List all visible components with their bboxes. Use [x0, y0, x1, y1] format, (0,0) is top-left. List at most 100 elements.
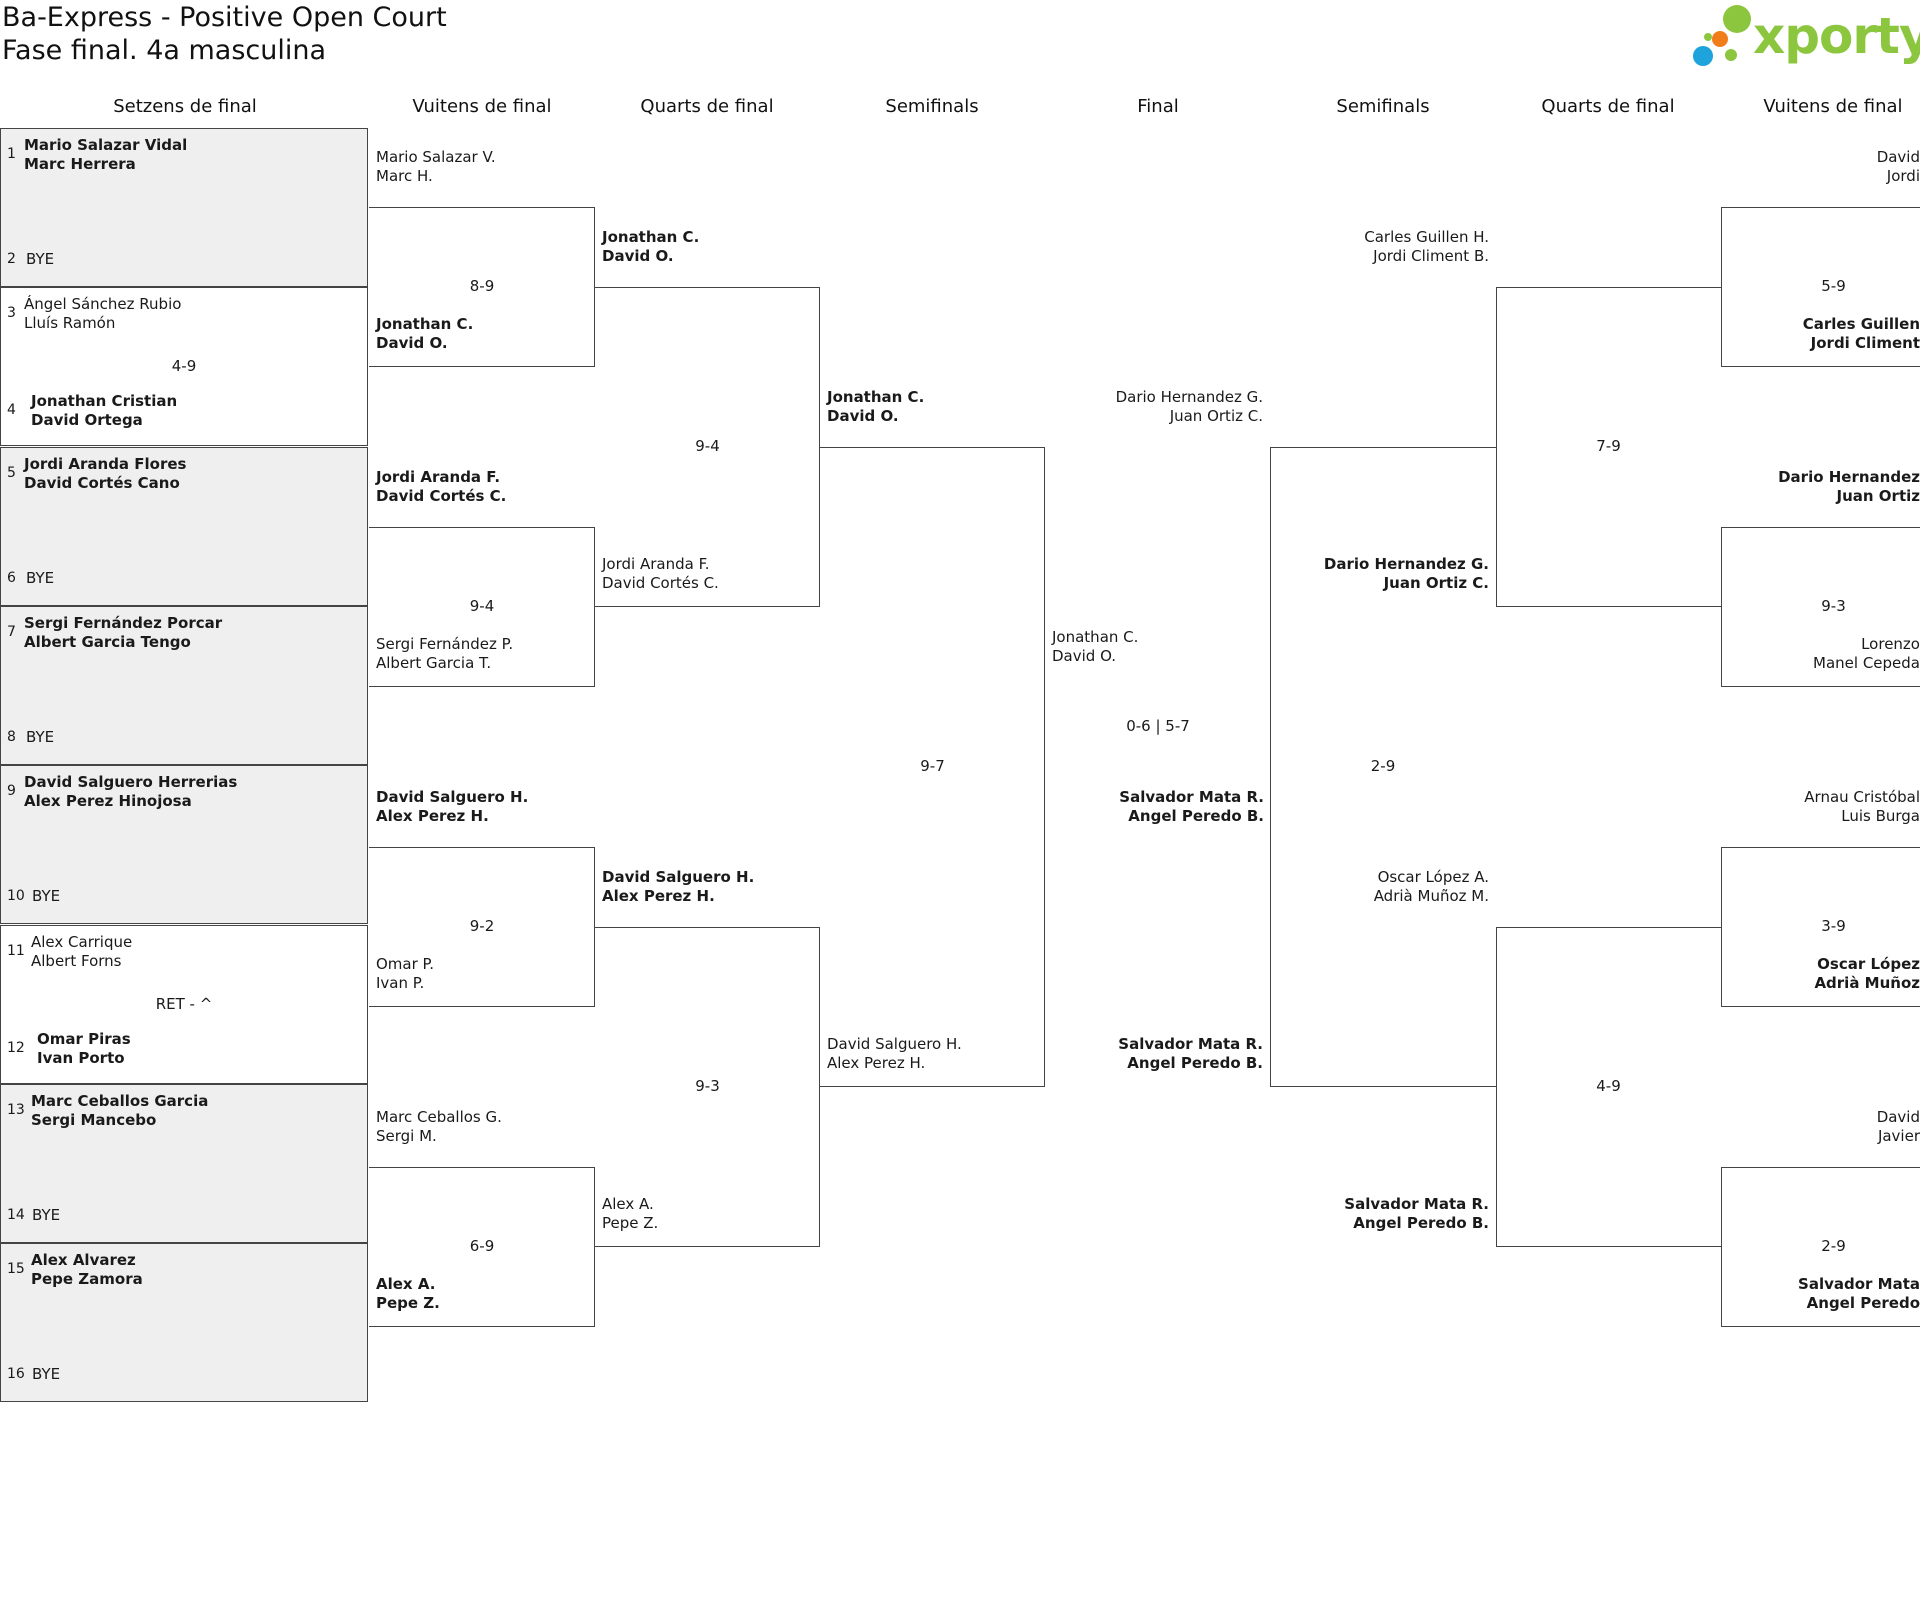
right-r16-top-team-line1[interactable]: Dario Hernandez: [1778, 468, 1920, 486]
first-round-player[interactable]: Jonathan Cristian: [31, 392, 178, 410]
left-qf-top-team-line2[interactable]: David O.: [602, 247, 674, 265]
left-qf-bottom-team-line2[interactable]: David Cortés C.: [602, 574, 719, 592]
left-r16-top-team-line1[interactable]: Marc Ceballos G.: [376, 1108, 502, 1126]
left-qf-top-team-line1[interactable]: Jonathan C.: [602, 228, 700, 246]
first-round-player[interactable]: David Ortega: [31, 411, 143, 429]
left-r16-score: 9-4: [469, 597, 495, 615]
seed-number: 5: [7, 465, 16, 481]
first-round-player[interactable]: Ivan Porto: [37, 1049, 125, 1067]
left-sf-bottom-team-line1[interactable]: David Salguero H.: [827, 1035, 962, 1053]
left-sf-top-team-line1[interactable]: Jonathan C.: [827, 388, 925, 406]
right-r16-bottom-team-line2[interactable]: Manel Cepeda: [1813, 654, 1920, 672]
left-r16-bottom-team-line2[interactable]: Albert Garcia T.: [376, 654, 492, 672]
right-r16-top-team-line1[interactable]: David: [1876, 148, 1920, 166]
first-round-player[interactable]: Mario Salazar Vidal: [24, 136, 188, 154]
first-round-player[interactable]: Jordi Aranda Flores: [24, 455, 187, 473]
left-r16-score: 9-2: [469, 917, 495, 935]
final-left-team-line1[interactable]: Jonathan C.: [1052, 628, 1139, 646]
right-sf-bottom-team-line2[interactable]: Angel Peredo B.: [1127, 1054, 1263, 1072]
right-r16-bottom-team-line2[interactable]: Adrià Muñoz: [1814, 974, 1920, 992]
left-r16-top-team-line1[interactable]: Jordi Aranda F.: [376, 468, 501, 486]
first-round-player[interactable]: Ángel Sánchez Rubio: [24, 295, 182, 313]
first-round-match: [0, 765, 368, 924]
round-header-3: Quarts de final: [640, 96, 774, 117]
right-qf-top-team-line1[interactable]: Oscar López A.: [1377, 868, 1489, 886]
left-r16-bottom-team-line2[interactable]: Pepe Z.: [376, 1294, 440, 1312]
left-r16-bottom-team-line1[interactable]: Alex A.: [376, 1275, 436, 1293]
right-r16-top-team-line2[interactable]: Luis Burga: [1841, 807, 1920, 825]
left-sf-bottom-team-line2[interactable]: Alex Perez H.: [827, 1054, 926, 1072]
right-r16-bottom-team-line2[interactable]: Jordi Climent: [1810, 334, 1920, 352]
left-qf-top-team-line2[interactable]: Alex Perez H.: [602, 887, 715, 905]
right-r16-bottom-team-line1[interactable]: Carles Guillen: [1802, 315, 1920, 333]
seed-number: 16: [7, 1366, 25, 1382]
left-r16-bottom-team-line2[interactable]: David O.: [376, 334, 448, 352]
right-r16-bottom-team-line1[interactable]: Salvador Mata: [1798, 1275, 1920, 1293]
first-round-player[interactable]: Albert Garcia Tengo: [24, 633, 191, 651]
left-qf-bottom-team-line2[interactable]: Pepe Z.: [602, 1214, 659, 1232]
right-sf-top-team-line2[interactable]: Juan Ortiz C.: [1169, 407, 1263, 425]
right-sf-top-team-line1[interactable]: Dario Hernandez G.: [1115, 388, 1263, 406]
left-r16-bottom-team-line2[interactable]: Ivan P.: [376, 974, 425, 992]
right-r16-top-team-line1[interactable]: Arnau Cristóbal: [1804, 788, 1920, 806]
first-round-player[interactable]: Omar Piras: [37, 1030, 131, 1048]
first-round-player[interactable]: Sergi Fernández Porcar: [24, 614, 223, 632]
first-round-player[interactable]: Marc Herrera: [24, 155, 136, 173]
first-round-player[interactable]: Sergi Mancebo: [31, 1111, 157, 1129]
right-qf-bottom-team-line1[interactable]: Salvador Mata R.: [1344, 1195, 1489, 1213]
right-qf-bottom-team-line2[interactable]: Angel Peredo B.: [1353, 1214, 1489, 1232]
xporty-logo[interactable]: xporty: [1690, 4, 1920, 70]
first-round-bye: BYE: [32, 1206, 61, 1224]
left-r16-bottom-team-line1[interactable]: Jonathan C.: [376, 315, 474, 333]
first-round-player[interactable]: Alex Perez Hinojosa: [24, 792, 192, 810]
first-round-bye: BYE: [32, 1365, 61, 1383]
left-r16-top-team-line2[interactable]: Alex Perez H.: [376, 807, 489, 825]
right-qf-bottom-team-line2[interactable]: Juan Ortiz C.: [1383, 574, 1489, 592]
first-round-player[interactable]: Alex Alvarez: [31, 1251, 136, 1269]
left-r16-bottom-team-line1[interactable]: Omar P.: [376, 955, 435, 973]
left-r16-bracket: [369, 847, 595, 1007]
seed-number: 15: [7, 1261, 25, 1277]
right-r16-bottom-team-line1[interactable]: Oscar López: [1817, 955, 1920, 973]
seed-number: 3: [7, 305, 16, 321]
first-round-player[interactable]: David Salguero Herrerias: [24, 773, 238, 791]
right-r16-top-team-line2[interactable]: Jordi: [1886, 167, 1920, 185]
left-r16-top-team-line2[interactable]: Sergi M.: [376, 1127, 437, 1145]
right-qf-top-team-line2[interactable]: Jordi Climent B.: [1373, 247, 1489, 265]
left-r16-top-team-line1[interactable]: David Salguero H.: [376, 788, 529, 806]
left-r16-top-team-line2[interactable]: David Cortés C.: [376, 487, 507, 505]
left-qf-top-team-line1[interactable]: David Salguero H.: [602, 868, 755, 886]
right-r16-bottom-team-line1[interactable]: Lorenzo: [1861, 635, 1920, 653]
left-sf-top-team-line2[interactable]: David O.: [827, 407, 899, 425]
right-r16-bottom-team-line2[interactable]: Angel Peredo: [1806, 1294, 1920, 1312]
right-qf-top-team-line2[interactable]: Adrià Muñoz M.: [1373, 887, 1489, 905]
right-qf-bottom-team-line1[interactable]: Dario Hernandez G.: [1323, 555, 1489, 573]
final-left-team-line2[interactable]: David O.: [1052, 647, 1117, 665]
right-r16-top-team-line1[interactable]: David: [1876, 1108, 1920, 1126]
left-r16-top-team-line1[interactable]: Mario Salazar V.: [376, 148, 496, 166]
first-round-player[interactable]: David Cortés Cano: [24, 474, 180, 492]
left-r16-top-team-line2[interactable]: Marc H.: [376, 167, 433, 185]
first-round-player[interactable]: Albert Forns: [31, 952, 122, 970]
first-round-player[interactable]: Pepe Zamora: [31, 1270, 143, 1288]
final-right-team-line2[interactable]: Angel Peredo B.: [1128, 807, 1264, 825]
first-round-player[interactable]: Alex Carrique: [31, 933, 133, 951]
left-r16-bottom-team-line1[interactable]: Sergi Fernández P.: [376, 635, 514, 653]
xporty-dots-icon: [1693, 5, 1751, 66]
first-round-player[interactable]: Marc Ceballos Garcia: [31, 1092, 209, 1110]
right-qf-top-team-line1[interactable]: Carles Guillen H.: [1364, 228, 1489, 246]
left-qf-bottom-team-line1[interactable]: Alex A.: [602, 1195, 654, 1213]
left-qf-bottom-team-line1[interactable]: Jordi Aranda F.: [602, 555, 710, 573]
left-sf-score: 9-7: [920, 757, 945, 775]
right-r16-top-team-line2[interactable]: Juan Ortiz: [1836, 487, 1920, 505]
right-r16-top-team-line2[interactable]: Javier: [1877, 1127, 1920, 1145]
seed-number: 14: [7, 1207, 25, 1223]
seed-number: 12: [7, 1040, 25, 1056]
final-right-team-line1[interactable]: Salvador Mata R.: [1119, 788, 1264, 806]
right-sf-bottom-team-line1[interactable]: Salvador Mata R.: [1118, 1035, 1263, 1053]
right-r16-score: 9-3: [1821, 597, 1846, 615]
first-round-player[interactable]: Lluís Ramón: [24, 314, 116, 332]
first-round-match: [0, 925, 368, 1084]
logo-wordmark: xporty: [1753, 7, 1920, 65]
